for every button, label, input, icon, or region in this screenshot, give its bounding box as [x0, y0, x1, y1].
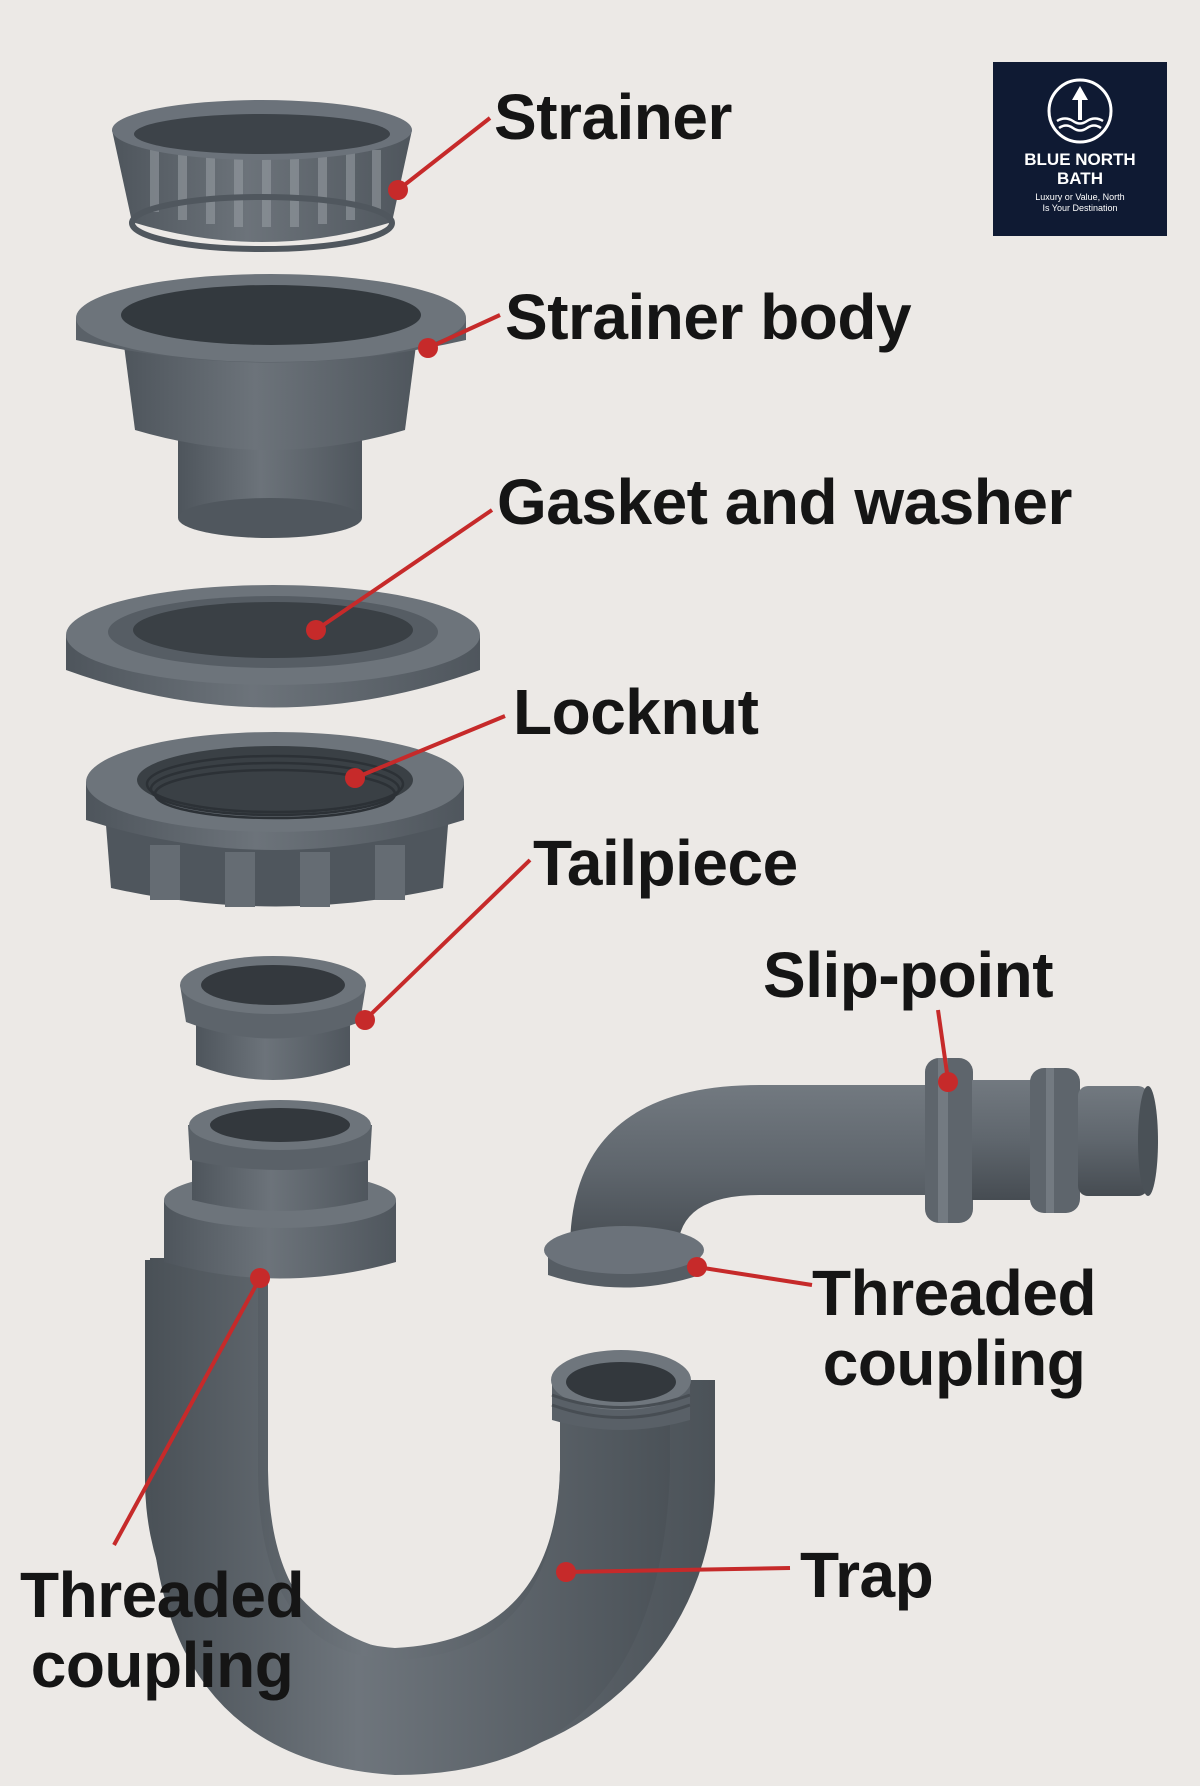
locknut-part	[86, 732, 464, 907]
leader-locknut	[354, 714, 506, 780]
label-tailpiece: Tailpiece	[533, 827, 798, 899]
strainer-part	[112, 100, 412, 252]
logo-tagline: Luxury or Value, North Is Your Destinati…	[993, 192, 1167, 214]
label-threaded-coupling-left: Threaded coupling	[20, 1559, 305, 1702]
label-locknut: Locknut	[513, 676, 759, 748]
label-threaded-coupling-left-line2: coupling	[30, 1629, 294, 1702]
leader-slip-point	[936, 1009, 950, 1081]
logo-brand-name: BLUE NORTH BATH	[993, 150, 1167, 188]
leader-lines	[112, 116, 958, 1582]
label-threaded-coupling-right-line1: Threaded	[812, 1257, 1097, 1329]
brand-logo: BLUE NORTH BATH Luxury or Value, North I…	[993, 62, 1167, 236]
logo-brand-line2: BATH	[1057, 169, 1103, 188]
leader-strainer-body	[427, 313, 501, 350]
label-strainer-body: Strainer body	[505, 281, 912, 353]
label-threaded-coupling-right: Threaded coupling	[812, 1257, 1097, 1400]
leader-tailpiece	[363, 858, 532, 1022]
logo-brand-line1: BLUE NORTH	[1024, 150, 1136, 169]
label-trap: Trap	[800, 1539, 934, 1611]
trap-assembly-part	[145, 1058, 1158, 1775]
leader-threaded-coupling-right	[696, 1265, 813, 1287]
label-strainer: Strainer	[494, 81, 732, 153]
gasket-and-washer-part	[66, 585, 480, 708]
label-threaded-coupling-left-line1: Threaded	[20, 1559, 305, 1631]
compass-arrow-waves-icon	[1047, 78, 1113, 144]
logo-tagline-line1: Luxury or Value, North	[1035, 192, 1125, 202]
leader-gasket-and-washer	[314, 508, 494, 632]
leader-trap	[565, 1566, 791, 1574]
strainer-body-part	[76, 274, 466, 538]
label-slip-point: Slip-point	[763, 939, 1054, 1011]
leader-threaded-coupling-left	[112, 1277, 262, 1546]
label-threaded-coupling-right-line2: coupling	[822, 1327, 1086, 1400]
tailpiece-part	[180, 956, 366, 1080]
logo-tagline-line2: Is Your Destination	[1042, 203, 1118, 213]
leader-strainer	[396, 116, 492, 192]
label-gasket-and-washer: Gasket and washer	[497, 466, 1072, 538]
